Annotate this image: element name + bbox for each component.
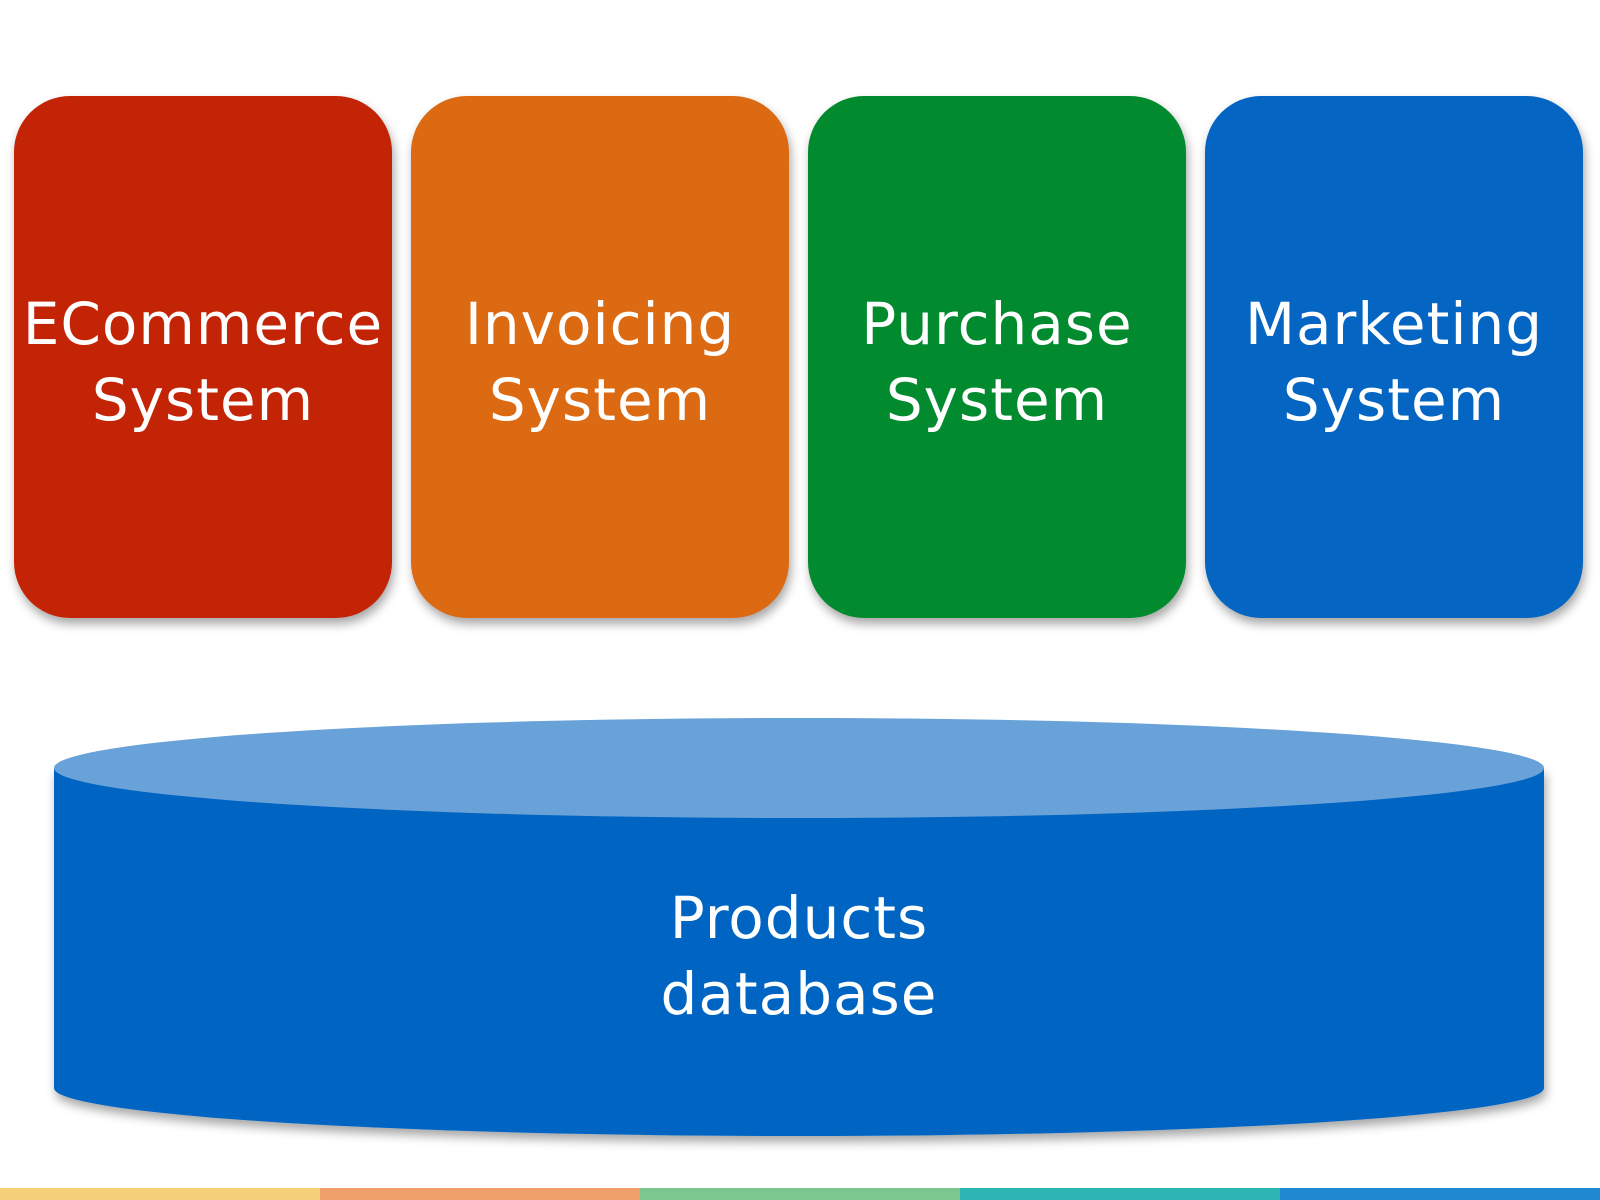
footer-segment-green [640, 1188, 960, 1200]
system-label-line1: Invoicing [464, 290, 736, 358]
footer-color-bar [0, 1188, 1600, 1200]
system-label-line2: System [91, 366, 315, 434]
database-label-line1: Products [669, 884, 929, 952]
system-label-line2: System [885, 366, 1109, 434]
invoicing-system-box: Invoicing System [411, 96, 789, 618]
database-body [54, 768, 1544, 1136]
system-label-line2: System [488, 366, 712, 434]
marketing-system-box: Marketing System [1205, 96, 1583, 618]
footer-segment-orange [320, 1188, 640, 1200]
system-label-line1: ECommerce [22, 290, 384, 358]
system-label-line1: Purchase [861, 290, 1133, 358]
ecommerce-system-box: ECommerce System [14, 96, 392, 618]
footer-segment-teal [960, 1188, 1280, 1200]
purchase-system-box: Purchase System [808, 96, 1186, 618]
database-label-line2: database [660, 960, 938, 1028]
system-label-line2: System [1282, 366, 1506, 434]
database-label: Products database [54, 880, 1544, 1032]
footer-segment-blue [1280, 1188, 1600, 1200]
footer-segment-yellow [0, 1188, 320, 1200]
database-top [54, 718, 1544, 818]
products-database-cylinder [54, 718, 1544, 1136]
system-label-line1: Marketing [1244, 290, 1544, 358]
